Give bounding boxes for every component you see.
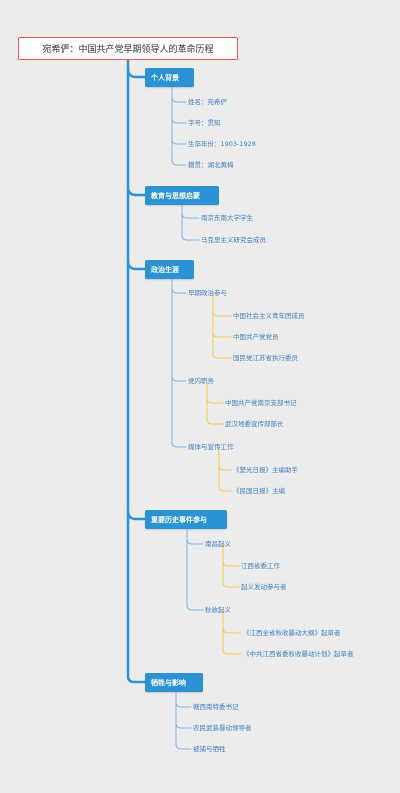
branch-elbow <box>212 310 232 317</box>
branch-elbow <box>171 138 187 145</box>
root-topic[interactable]: 宛希俨：中国共产党早期领导人的革命历程 <box>18 37 238 60</box>
leaf-peasant-leader[interactable]: 农民武装暴动领导者 <box>193 724 252 732</box>
branch-elbow <box>181 234 200 241</box>
leaf-hometown[interactable]: 籍贯：湖北黄梅 <box>188 161 234 169</box>
leaf-wuhan-propaganda[interactable]: 武汉地委宣传部部长 <box>225 420 284 428</box>
leaf-ccp-member[interactable]: 中国共产党党员 <box>233 333 279 341</box>
trunk-line <box>126 58 147 684</box>
category-label: 政治生涯 <box>151 265 179 274</box>
leaf-jiangxi-committee[interactable]: 江西省委工作 <box>241 562 280 570</box>
branch-elbow <box>181 212 200 219</box>
leaf-nanjing-secretary[interactable]: 中国共产党南京支部书记 <box>225 399 297 407</box>
branch-elbow <box>171 96 187 103</box>
branch-elbow <box>212 331 232 338</box>
branch-elbow <box>206 397 224 404</box>
category-label: 个人背景 <box>151 73 179 82</box>
category-historical-events[interactable]: 重要历史事件参与 <box>145 510 227 529</box>
leaf-chuguang-daily[interactable]: 《楚光日报》主编助手 <box>233 466 298 474</box>
group-party-posts[interactable]: 党内职务 <box>188 377 214 385</box>
branch-elbow <box>222 560 240 567</box>
branch-elbow <box>175 701 192 708</box>
leaf-marxism-society[interactable]: 马克思主义研究会成员 <box>201 236 266 244</box>
branch-elbow <box>171 117 187 124</box>
branch-elbow <box>186 538 204 545</box>
leaf-minguo-daily[interactable]: 《民国日报》主编 <box>233 487 285 495</box>
category-sacrifice-influence[interactable]: 牺牲与影响 <box>145 673 203 692</box>
leaf-outline-drafter[interactable]: 《江西全省秋收暴动大纲》起草者 <box>243 629 341 637</box>
leaf-special-committee[interactable]: 赣西南特委书记 <box>193 703 239 711</box>
group-autumn-harvest-uprising[interactable]: 秋收起义 <box>205 606 231 614</box>
branch-elbow <box>218 464 232 471</box>
trunk-branch <box>126 509 147 521</box>
category-label: 牺牲与影响 <box>151 678 186 687</box>
trunk-branch <box>126 185 147 197</box>
branch-elbow <box>186 604 204 611</box>
leaf-uprising-participant[interactable]: 起义发动参与者 <box>241 583 287 591</box>
branch-elbow <box>212 352 232 359</box>
branch-elbow <box>171 375 187 382</box>
leaf-name[interactable]: 姓名：宛希俨 <box>188 98 227 106</box>
branch-elbow <box>206 418 224 425</box>
branch-elbow <box>222 581 240 588</box>
category-political-career[interactable]: 政治生涯 <box>145 260 194 279</box>
branch-elbow <box>175 722 192 729</box>
branch-elbow <box>171 287 187 294</box>
leaf-plan-drafter[interactable]: 《中共江西省委秋收暴动计划》起草者 <box>243 650 354 658</box>
category-label: 重要历史事件参与 <box>151 515 207 524</box>
leaf-lifespan[interactable]: 生卒年份：1903-1928 <box>188 140 256 148</box>
category-label: 教育与思想启蒙 <box>151 191 200 200</box>
category-education[interactable]: 教育与思想启蒙 <box>145 186 219 205</box>
branch-elbow <box>222 627 242 634</box>
branch-elbow <box>175 743 192 750</box>
trunk-branch <box>126 67 147 79</box>
branch-elbow <box>171 441 187 448</box>
leaf-university[interactable]: 南京东南大学学生 <box>201 214 253 222</box>
group-nanchang-uprising[interactable]: 南昌起义 <box>205 540 231 548</box>
leaf-youth-league[interactable]: 中国社会主义青年团成员 <box>233 312 305 320</box>
trunk-branch <box>126 259 147 271</box>
leaf-courtesy-name[interactable]: 字号：贯知 <box>188 119 221 127</box>
branch-elbow <box>171 159 187 166</box>
root-title: 宛希俨：中国共产党早期领导人的革命历程 <box>42 45 214 55</box>
branch-elbow <box>222 648 242 655</box>
group-media-work[interactable]: 媒体与宣传工作 <box>188 443 234 451</box>
branch-elbow <box>218 485 232 492</box>
category-personal-background[interactable]: 个人背景 <box>145 68 194 87</box>
leaf-kmt-committee[interactable]: 国民党江苏省执行委员 <box>233 354 298 362</box>
leaf-arrest-sacrifice[interactable]: 被捕与牺牲 <box>193 745 226 753</box>
group-early-politics[interactable]: 早期政治参与 <box>188 289 227 297</box>
